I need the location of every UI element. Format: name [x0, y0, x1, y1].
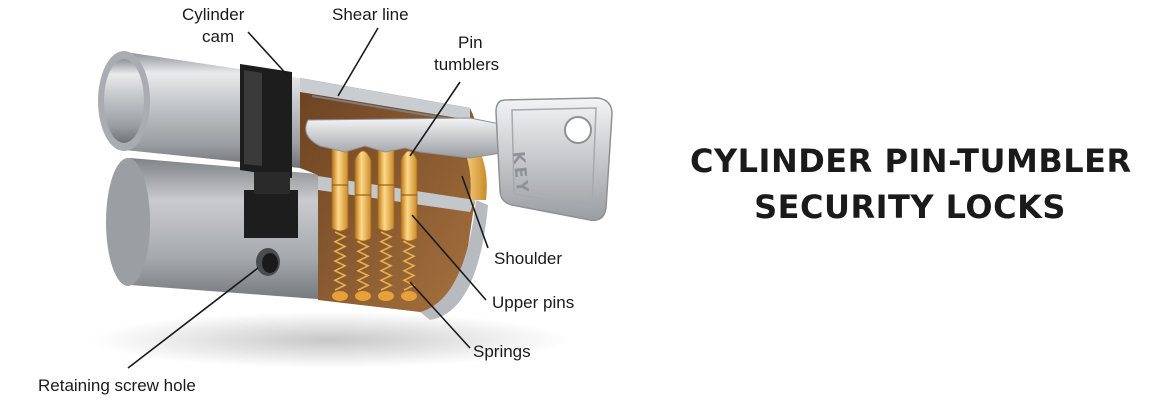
leader-retaining-screw: [127, 267, 259, 369]
leader-pin-tumblers: [409, 81, 461, 157]
title-line-2: SECURITY LOCKS: [754, 188, 1066, 226]
leader-shoulder: [461, 175, 489, 249]
spring-cap-4: [401, 291, 417, 301]
leader-upper-pins: [411, 214, 487, 301]
label-upper-pins: Upper pins: [492, 293, 574, 312]
label-cylinder-cam-line1: Cylinder: [182, 5, 245, 24]
pin-4: [400, 150, 418, 242]
label-cylinder-cam-line2: cam: [202, 27, 234, 46]
spring-cap-1: [332, 291, 348, 301]
callout-labels: Cylinder cam Shear line Pin tumblers Sho…: [38, 5, 574, 395]
key: KEY: [305, 97, 613, 221]
label-shear-line: Shear line: [332, 5, 409, 24]
leader-cylinder-cam: [247, 31, 291, 79]
pin-tumblers: [331, 140, 418, 242]
label-springs: Springs: [473, 342, 531, 361]
spring-1: [333, 231, 347, 291]
leader-lines: [127, 27, 489, 369]
label-shoulder: Shoulder: [494, 249, 562, 268]
springs: [332, 231, 417, 301]
pin-3: [377, 140, 395, 232]
title-block: CYLINDER PIN-TUMBLER SECURITY LOCKS: [690, 138, 1132, 230]
spring-2: [356, 231, 370, 291]
key-engraving: KEY: [509, 150, 532, 196]
leader-shear-line: [337, 27, 379, 97]
cylinder-cam: [240, 64, 298, 238]
retaining-screw-hole: [256, 248, 280, 276]
plug-top-edge: [311, 95, 469, 123]
label-retaining-screw-hole: Retaining screw hole: [38, 376, 196, 395]
spring-3: [379, 231, 393, 291]
spring-4: [402, 231, 416, 291]
label-pin-tumblers-line1: Pin: [458, 33, 483, 52]
pin-1: [331, 140, 349, 232]
spring-cap-2: [355, 291, 371, 301]
pin-2: [354, 150, 372, 242]
label-pin-tumblers-line2: tumblers: [434, 55, 499, 74]
key-ring-hole: [564, 116, 592, 144]
spring-cap-3: [378, 291, 394, 301]
shoulder-ring: [445, 118, 487, 200]
leader-springs: [409, 281, 471, 349]
title-line-1: CYLINDER PIN-TUMBLER: [690, 142, 1132, 180]
